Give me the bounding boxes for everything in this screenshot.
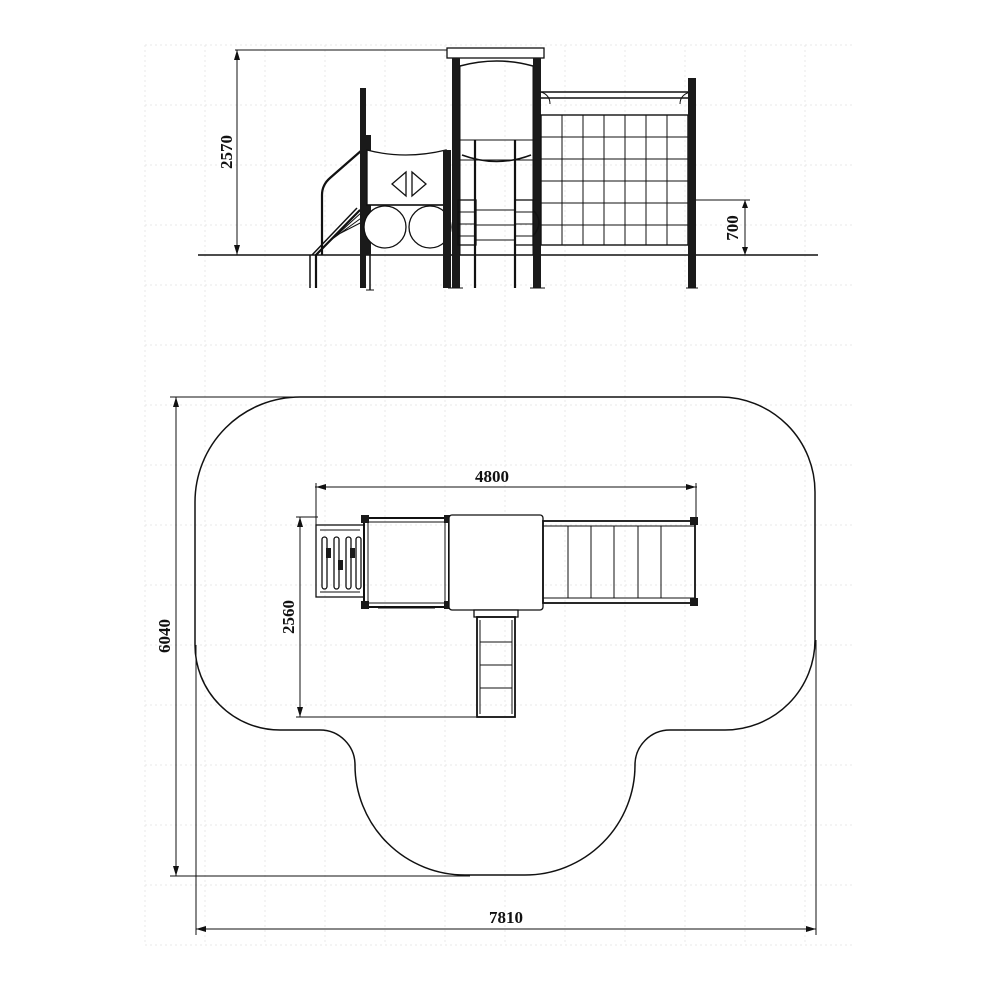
climbing-net (540, 78, 698, 289)
structure-depth-label: 2560 (279, 600, 298, 634)
zone-width-label: 7810 (489, 908, 523, 927)
height-label: 2570 (217, 135, 236, 169)
zone-width-dimension: 7810 (195, 640, 817, 935)
climbing-ramp (309, 149, 367, 288)
background-grid (144, 44, 855, 946)
ladder-plan (473, 609, 519, 718)
roof-plan (448, 514, 544, 611)
elevation-view: 2570 700 (198, 47, 818, 291)
height-dimension: 2570 (217, 49, 450, 255)
tower-platform-plan (361, 515, 452, 609)
left-tower (360, 88, 452, 291)
plan-view: 4800 2560 6040 7810 (155, 396, 817, 935)
tunnel-porthole (363, 205, 407, 249)
structure-depth-dimension: 2560 (279, 516, 476, 718)
zone-depth-dimension: 6040 (155, 396, 470, 877)
net-plan (542, 517, 698, 606)
structure-width-dimension: 4800 (315, 467, 697, 525)
zone-depth-label: 6040 (155, 619, 174, 653)
platform-height-dimension: 700 (695, 199, 750, 255)
structure-width-label: 4800 (475, 467, 509, 486)
ramp-plan (315, 524, 365, 598)
central-tower (446, 47, 545, 289)
safety-zone (194, 396, 816, 876)
platform-height-label: 700 (723, 215, 742, 241)
